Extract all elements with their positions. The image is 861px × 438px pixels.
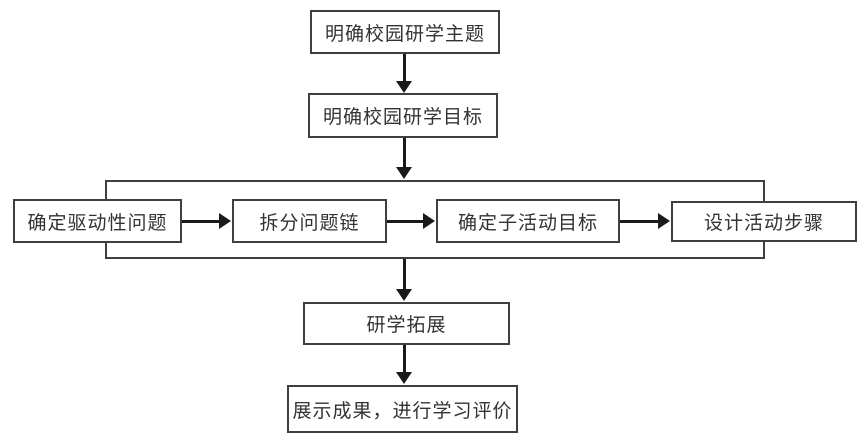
arrow-down-icon <box>396 259 412 301</box>
arrow-line <box>620 219 658 223</box>
arrow-line <box>182 219 219 223</box>
arrow-line <box>387 219 423 223</box>
arrow-head-icon <box>396 372 412 384</box>
node-activity-steps: 设计活动步骤 <box>671 201 857 242</box>
arrow-line <box>402 138 406 167</box>
arrow-right-icon <box>620 213 670 229</box>
arrow-line <box>402 345 406 372</box>
arrow-line <box>402 54 406 81</box>
arrow-down-icon <box>396 54 412 93</box>
arrow-line <box>402 259 406 289</box>
arrow-head-icon <box>423 213 435 229</box>
arrow-right-icon <box>387 213 435 229</box>
node-campus-study-theme: 明确校园研学主题 <box>310 10 500 54</box>
arrow-head-icon <box>658 213 670 229</box>
arrow-head-icon <box>219 213 231 229</box>
arrow-down-icon <box>396 345 412 384</box>
node-question-chain: 拆分问题链 <box>232 199 387 243</box>
arrow-right-icon <box>182 213 231 229</box>
arrow-head-icon <box>396 81 412 93</box>
arrow-head-icon <box>396 289 412 301</box>
node-campus-study-goal: 明确校园研学目标 <box>308 93 498 138</box>
node-presentation-evaluation: 展示成果，进行学习评价 <box>287 385 518 433</box>
node-study-expansion: 研学拓展 <box>303 302 510 345</box>
node-driving-question: 确定驱动性问题 <box>13 199 182 243</box>
arrow-down-icon <box>396 138 412 179</box>
arrow-head-icon <box>396 167 412 179</box>
node-sub-activity-goal: 确定子活动目标 <box>436 199 620 243</box>
